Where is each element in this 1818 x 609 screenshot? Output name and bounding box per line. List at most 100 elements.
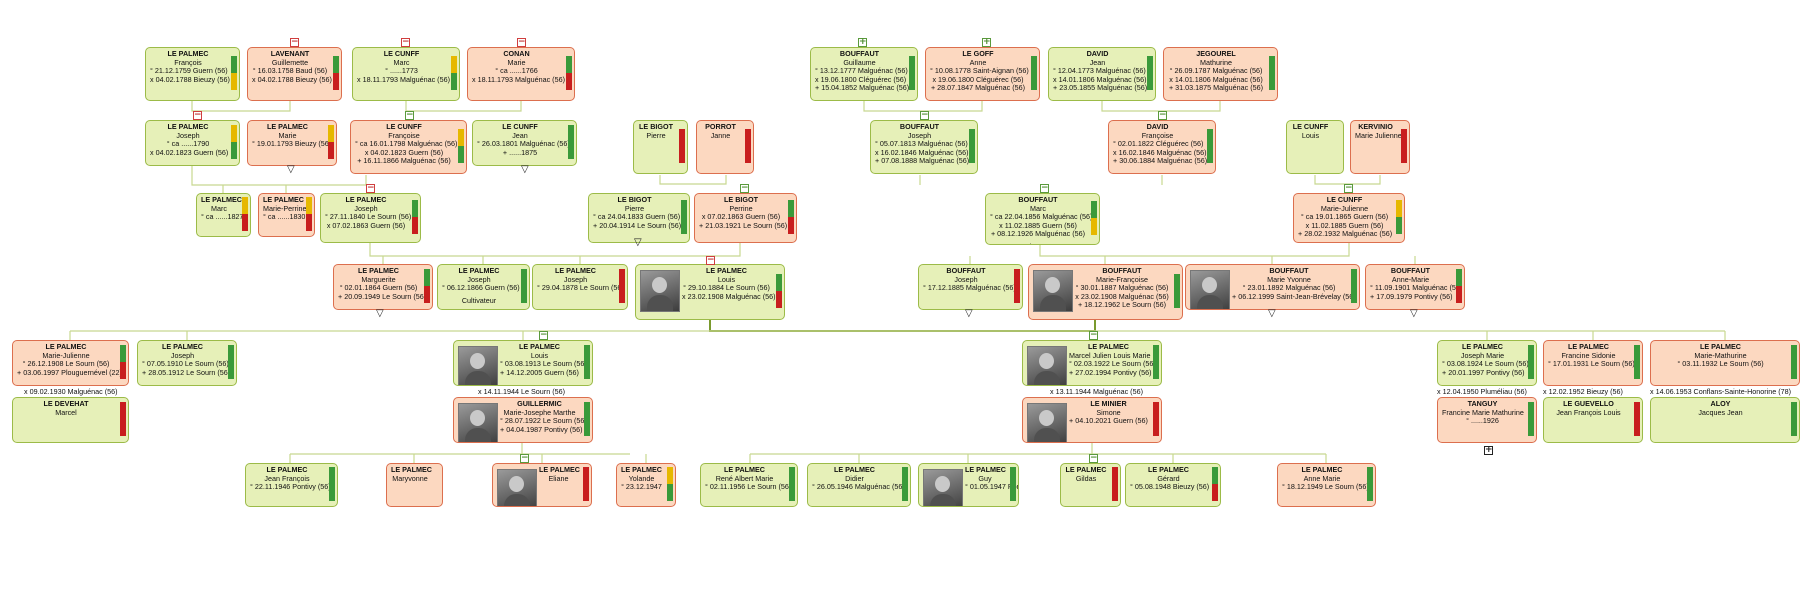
expand-toggle[interactable]: +: [858, 37, 867, 47]
person-event: + 20.04.1914 Le Sourn (56): [593, 220, 682, 230]
collapse-toggle[interactable]: −: [1158, 110, 1167, 120]
collapse-toggle[interactable]: −: [290, 37, 299, 47]
descendants-icon[interactable]: ▽: [634, 237, 642, 248]
person-event: ° 02.11.1956 Le Sourn (56): [705, 482, 792, 492]
person-surname: LE PALMEC: [1148, 465, 1189, 474]
source-quality-indicator: [1091, 218, 1097, 235]
person-event: ° 28.07.1922 Le Sourn (56): [500, 416, 587, 426]
person-given-name: Anne-Marie: [1391, 274, 1430, 284]
collapse-toggle[interactable]: −: [539, 330, 548, 340]
collapse-toggle[interactable]: −: [520, 453, 529, 463]
person-given-name: Marie-Françoise: [1096, 274, 1148, 284]
expand-toggle[interactable]: +: [982, 37, 991, 47]
collapse-toggle[interactable]: −: [1344, 183, 1353, 193]
descendants-icon[interactable]: ▽: [521, 164, 529, 175]
person-surname: LE PALMEC: [167, 122, 209, 131]
person-given-name: Marie: [507, 57, 526, 67]
collapse-toggle[interactable]: −: [1089, 330, 1098, 340]
descendants-icon[interactable]: ▽: [376, 308, 384, 319]
collapse-toggle[interactable]: −: [366, 183, 375, 193]
person-given-name: Maryvonne: [392, 473, 428, 483]
collapse-toggle[interactable]: −: [740, 183, 749, 193]
collapse-toggle[interactable]: −: [517, 37, 526, 47]
person-event: ° 17.12.1885 Malguénac (56): [923, 283, 1016, 293]
collapse-toggle[interactable]: −: [920, 110, 929, 120]
collapse-toggle[interactable]: −: [706, 255, 715, 265]
collapse-toggle[interactable]: −: [1089, 453, 1098, 463]
collapse-toggle[interactable]: −: [1040, 183, 1049, 193]
descendants-icon[interactable]: ▽: [287, 164, 295, 175]
source-quality-indicator: [458, 129, 464, 146]
portrait-photo: [1027, 346, 1067, 385]
collapse-toggle[interactable]: −: [401, 37, 410, 47]
source-quality-indicator: [776, 291, 782, 308]
source-quality-indicator: [1791, 345, 1797, 379]
expand-toggle[interactable]: +: [1484, 445, 1493, 455]
source-quality-indicator: [745, 129, 751, 163]
descendants-icon[interactable]: ▽: [965, 308, 973, 319]
person-given-name: Joseph: [176, 130, 200, 140]
descendants-icon[interactable]: ▽: [1410, 308, 1418, 319]
source-quality-indicator: [776, 274, 782, 291]
collapse-toggle[interactable]: −: [405, 110, 414, 120]
collapse-toggle[interactable]: −: [193, 110, 202, 120]
descendants-icon[interactable]: ▽: [1268, 308, 1276, 319]
